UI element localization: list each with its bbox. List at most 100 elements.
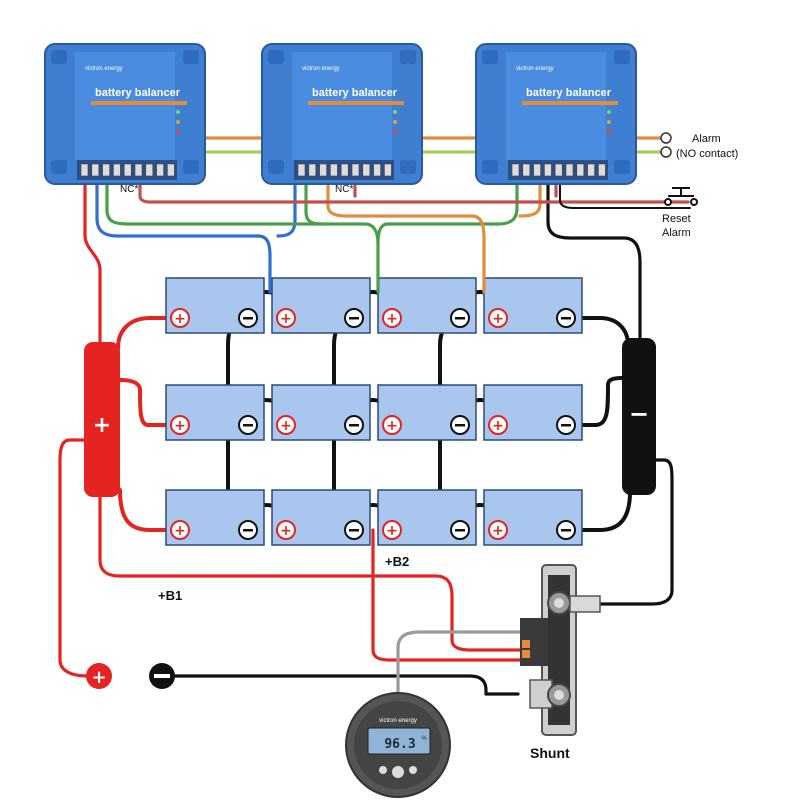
monitor-display bbox=[367, 727, 431, 755]
balancer-title: battery balancer bbox=[526, 87, 612, 99]
reset-alarm-label: Alarm bbox=[662, 227, 691, 239]
battery-positive-terminal: + bbox=[276, 520, 296, 540]
battery-negative-terminal bbox=[450, 308, 470, 328]
alarm-label: Alarm bbox=[692, 133, 721, 145]
battery-balancer: victron energy battery balancer bbox=[475, 43, 637, 185]
battery-positive-symbol: + bbox=[492, 523, 504, 539]
battery-positive-terminal: + bbox=[382, 520, 402, 540]
balancer-stripe bbox=[522, 101, 618, 105]
balancer-led bbox=[176, 130, 180, 134]
battery: + bbox=[377, 384, 477, 441]
battery-positive-terminal: + bbox=[170, 415, 190, 435]
battery-positive-symbol: + bbox=[386, 311, 398, 327]
battery-positive-symbol: + bbox=[174, 523, 186, 539]
battery-negative-terminal bbox=[556, 415, 576, 435]
battery: + bbox=[165, 489, 265, 546]
nc-label-1: NC* bbox=[120, 184, 138, 195]
battery-negative-terminal bbox=[450, 520, 470, 540]
monitor-reading: 96.3 bbox=[384, 737, 415, 752]
battery: + bbox=[165, 277, 265, 334]
negative-output-terminal bbox=[149, 663, 175, 689]
battery-monitor: victron energy 96.3 % bbox=[345, 692, 451, 798]
positive-output-terminal: + bbox=[86, 663, 112, 689]
battery: + bbox=[483, 384, 583, 441]
balancer-face bbox=[292, 52, 392, 160]
battery-negative-terminal bbox=[556, 308, 576, 328]
battery-positive-symbol: + bbox=[386, 523, 398, 539]
positive-busbar-symbol: + bbox=[93, 413, 111, 438]
svg-text:+: + bbox=[91, 667, 106, 688]
alarm-terminal-2 bbox=[660, 146, 672, 158]
battery-positive-symbol: + bbox=[492, 311, 504, 327]
battery-positive-terminal: + bbox=[382, 308, 402, 328]
balancer-led bbox=[176, 120, 180, 124]
battery-negative-terminal bbox=[238, 308, 258, 328]
monitor-button-center[interactable] bbox=[392, 766, 404, 778]
reset-label: Reset bbox=[662, 213, 691, 225]
battery-positive-symbol: + bbox=[492, 418, 504, 434]
shunt-label: Shunt bbox=[530, 745, 570, 761]
balancer-title: battery balancer bbox=[95, 87, 181, 99]
negative-busbar: − bbox=[622, 338, 656, 495]
b2-label: +B2 bbox=[385, 554, 409, 569]
monitor-button-left[interactable] bbox=[379, 766, 387, 774]
balancer-led bbox=[607, 120, 611, 124]
battery-positive-symbol: + bbox=[174, 311, 186, 327]
balancer-led bbox=[393, 110, 397, 114]
reset-switch bbox=[664, 187, 698, 206]
balancer-brand: victron energy bbox=[85, 66, 123, 72]
nc-label-2: NC* bbox=[335, 184, 353, 195]
battery: + bbox=[483, 489, 583, 546]
monitor-unit: % bbox=[421, 736, 427, 742]
battery: + bbox=[271, 489, 371, 546]
balancer-brand: victron energy bbox=[302, 66, 340, 72]
alarm-terminal-1 bbox=[660, 132, 672, 144]
battery-positive-symbol: + bbox=[386, 418, 398, 434]
balancer-stripe bbox=[91, 101, 187, 105]
lower-wiring bbox=[58, 438, 674, 702]
positive-jumpers bbox=[116, 316, 182, 532]
battery-positive-terminal: + bbox=[276, 308, 296, 328]
balancer-title: battery balancer bbox=[312, 87, 398, 99]
battery-positive-terminal: + bbox=[276, 415, 296, 435]
balancer-led bbox=[176, 110, 180, 114]
monitor-brand: victron energy bbox=[379, 718, 417, 724]
balancer-led bbox=[393, 120, 397, 124]
battery-positive-terminal: + bbox=[488, 308, 508, 328]
positive-busbar: + bbox=[84, 342, 120, 497]
battery-negative-terminal bbox=[344, 415, 364, 435]
battery-balancer: victron energy battery balancer bbox=[261, 43, 423, 185]
battery-bank: + + + + + + + + + + + + bbox=[165, 277, 583, 546]
balancer-face bbox=[506, 52, 606, 160]
balancer-face bbox=[75, 52, 175, 160]
battery-negative-terminal bbox=[238, 415, 258, 435]
battery-negative-terminal bbox=[450, 415, 470, 435]
battery-positive-terminal: + bbox=[382, 415, 402, 435]
negative-busbar-symbol: − bbox=[629, 400, 649, 428]
battery-positive-symbol: + bbox=[174, 418, 186, 434]
battery: + bbox=[271, 384, 371, 441]
monitor-button-right[interactable] bbox=[409, 766, 417, 774]
balancer-led bbox=[607, 130, 611, 134]
b1-label: +B1 bbox=[158, 588, 182, 603]
battery-negative-terminal bbox=[344, 520, 364, 540]
battery-positive-symbol: + bbox=[280, 311, 292, 327]
battery-negative-terminal bbox=[344, 308, 364, 328]
labels: Alarm (NO contact) Reset Alarm +B1 +B2 S… bbox=[120, 132, 738, 761]
battery-negative-terminal bbox=[238, 520, 258, 540]
balancer-stripe bbox=[308, 101, 404, 105]
battery: + bbox=[271, 277, 371, 334]
battery-balancer: victron energy battery balancer bbox=[44, 43, 206, 185]
battery: + bbox=[483, 277, 583, 334]
balancer-led bbox=[393, 130, 397, 134]
battery-positive-symbol: + bbox=[280, 418, 292, 434]
battery-positive-terminal: + bbox=[488, 415, 508, 435]
battery: + bbox=[165, 384, 265, 441]
battery: + bbox=[377, 489, 477, 546]
battery-positive-terminal: + bbox=[170, 520, 190, 540]
battery-positive-terminal: + bbox=[488, 520, 508, 540]
balancer-brand: victron energy bbox=[516, 66, 554, 72]
battery: + bbox=[377, 277, 477, 334]
